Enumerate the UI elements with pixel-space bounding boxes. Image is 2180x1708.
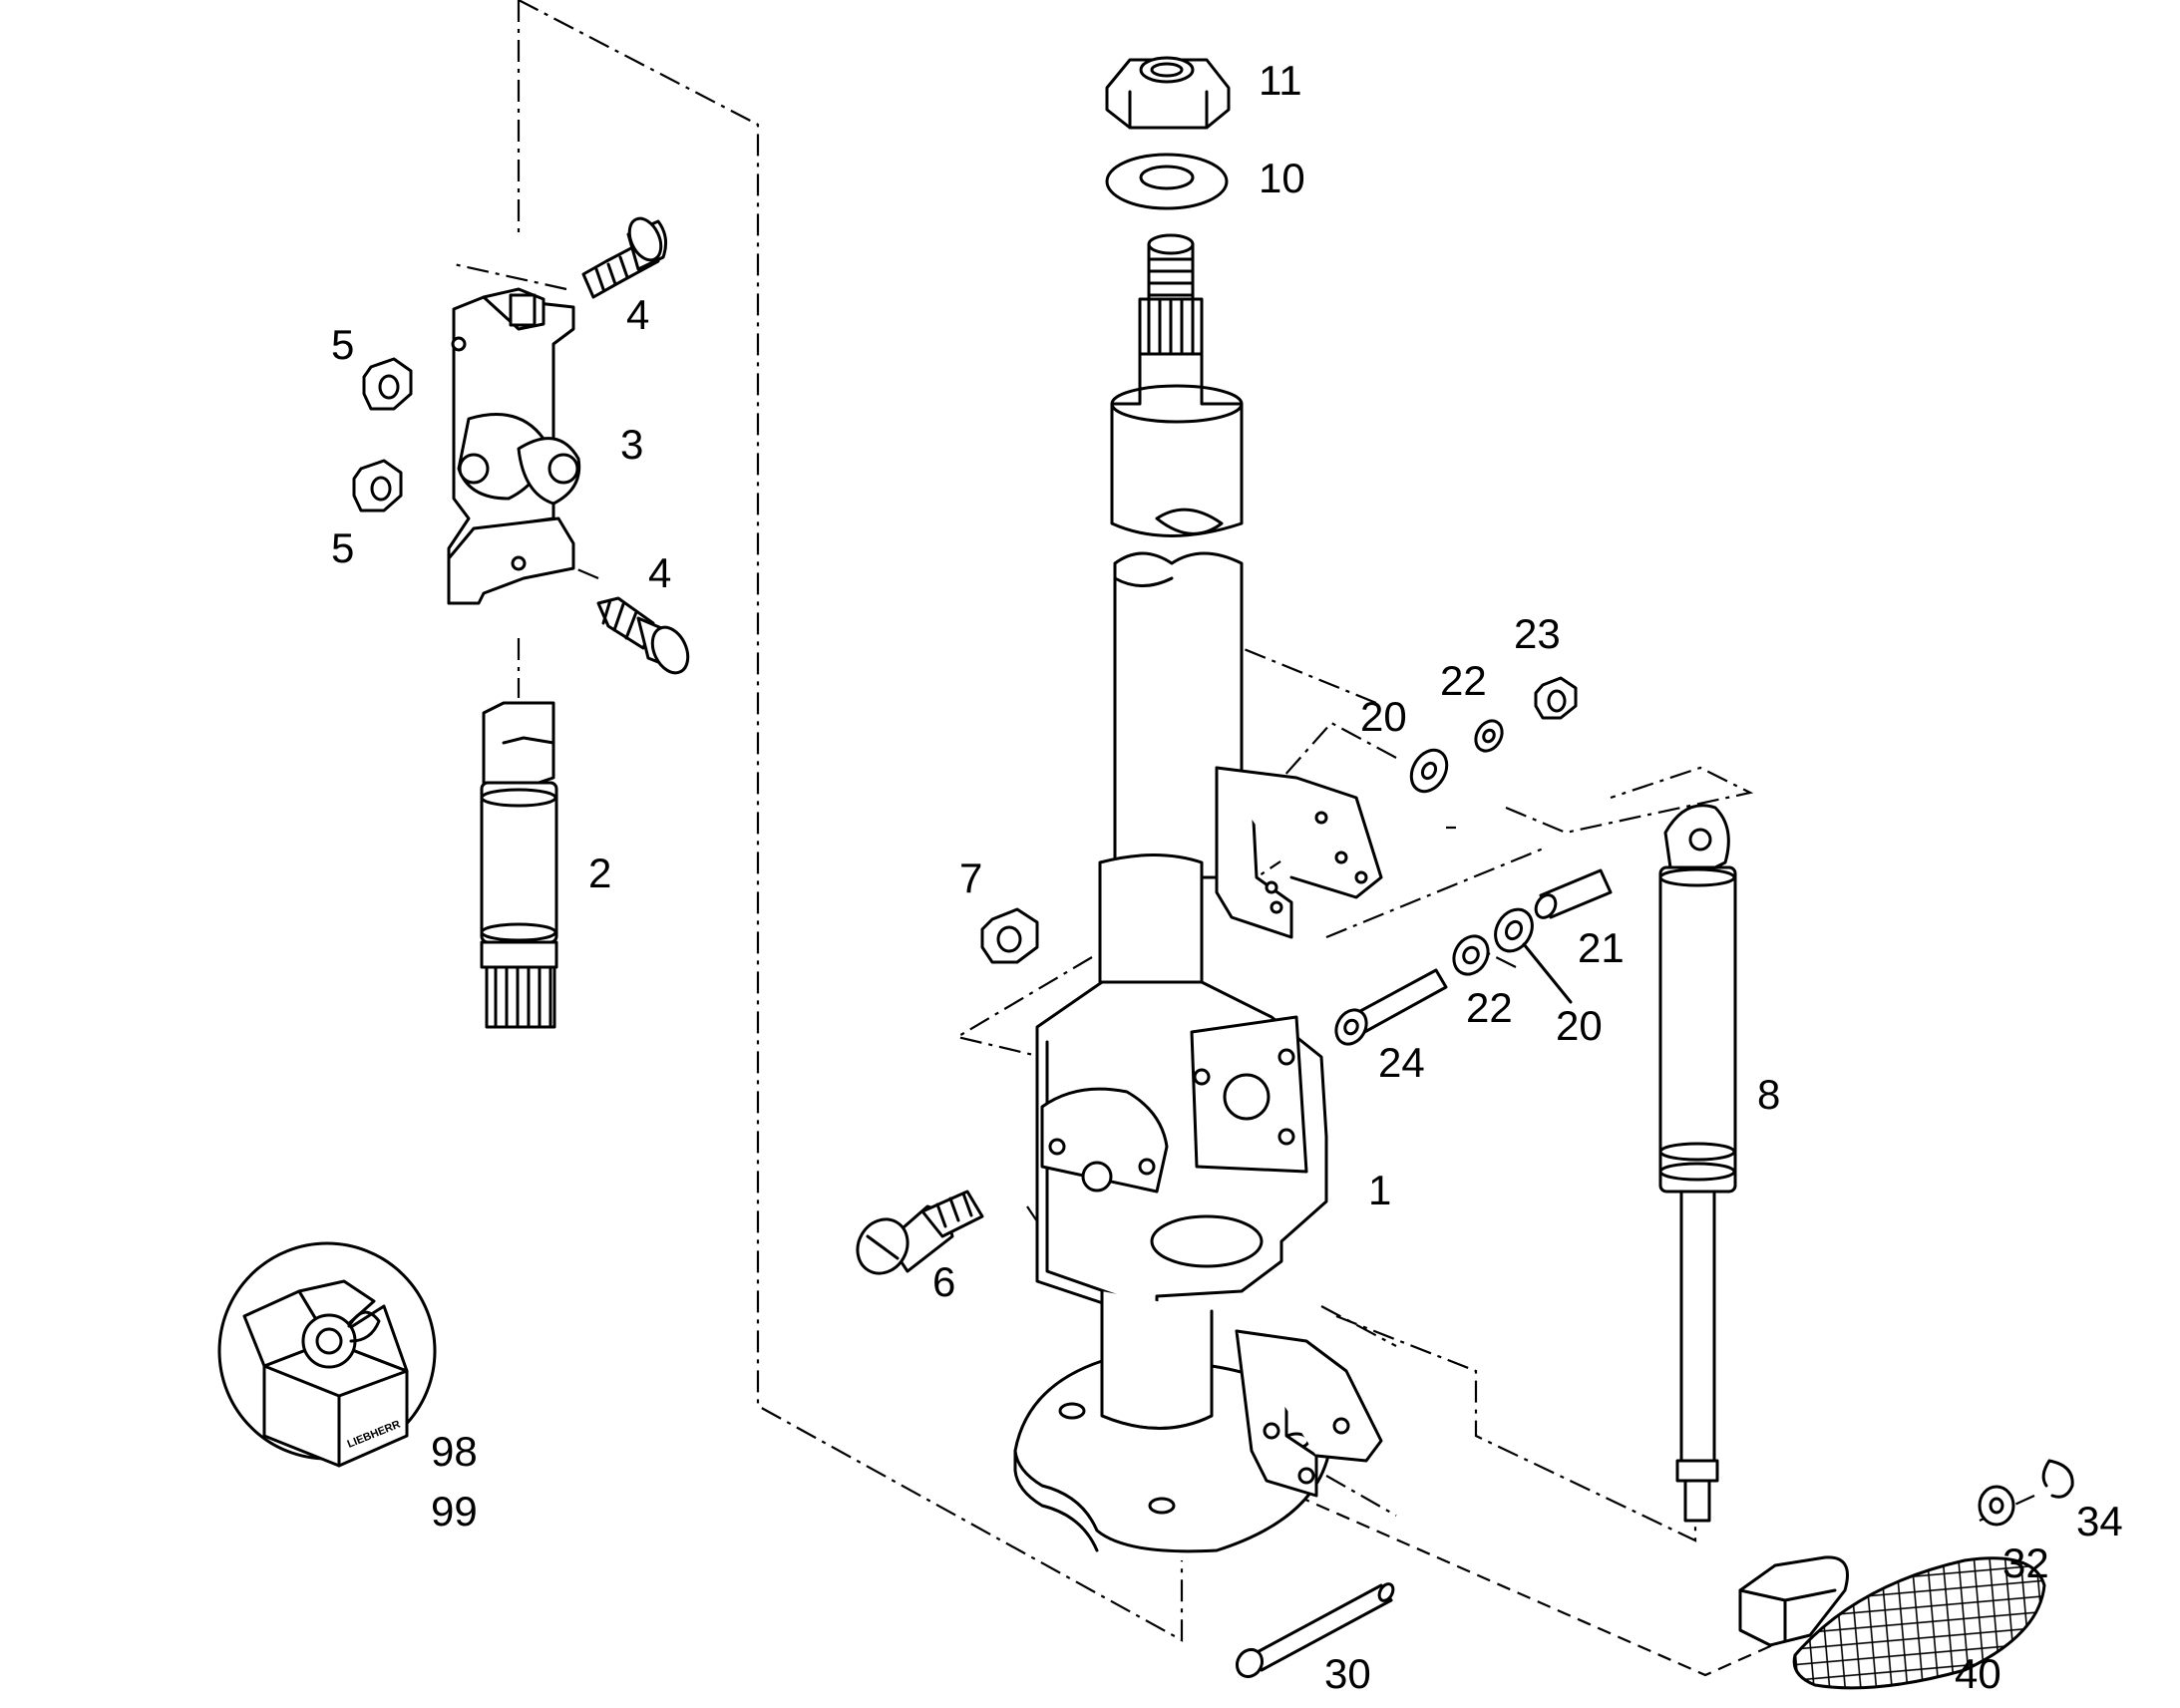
label-11: 11 [1259, 57, 1302, 104]
socket-screw-4b [596, 596, 690, 675]
hex-nut-11 [1105, 56, 1231, 130]
label-5b: 5 [331, 524, 354, 571]
washer-22-lower [1452, 934, 1490, 976]
nut-23 [1534, 676, 1578, 720]
washer-20-lower [1494, 907, 1534, 953]
label-22a: 22 [1440, 657, 1487, 704]
label-1: 1 [1368, 1167, 1391, 1213]
label-30: 30 [1324, 1650, 1371, 1697]
label-3: 3 [620, 421, 643, 468]
washer-22-upper [1474, 719, 1504, 753]
label-20b: 20 [1556, 1002, 1603, 1049]
slotted-screw-6 [856, 1190, 984, 1275]
bolt-24 [1334, 968, 1448, 1046]
washer-32 [1978, 1485, 2015, 1527]
spacer-21 [1534, 868, 1613, 919]
universal-joint-3 [447, 287, 581, 605]
label-8: 8 [1757, 1071, 1780, 1118]
foot-pedal-40 [1738, 1555, 2046, 1690]
label-2: 2 [588, 850, 611, 896]
leader-20-lower [1522, 942, 1573, 1004]
circlip-34 [2041, 1459, 2074, 1499]
washer-20-upper [1409, 748, 1449, 794]
label-10: 10 [1259, 155, 1305, 201]
label-6: 6 [932, 1258, 955, 1305]
label-4b: 4 [648, 549, 671, 596]
label-5a: 5 [331, 321, 354, 368]
label-20a: 20 [1360, 693, 1407, 740]
washer-10 [1105, 153, 1229, 210]
label-99: 99 [431, 1488, 478, 1535]
label-7: 7 [959, 854, 982, 901]
gas-spring-8 [1658, 804, 1737, 1523]
pin-30 [1235, 1582, 1395, 1679]
nut-5b [352, 459, 403, 512]
nut-5a [362, 357, 413, 411]
label-24: 24 [1378, 1039, 1425, 1086]
label-22b: 22 [1466, 984, 1513, 1031]
label-40: 40 [1955, 1650, 2001, 1697]
part-labels: 11 10 4 5 3 5 4 23 22 20 2 7 21 22 20 24… [331, 57, 2123, 1697]
socket-screw-4a [581, 216, 668, 299]
nut-7 [980, 907, 1039, 964]
steering-column-1 [1013, 233, 1383, 1553]
label-34: 34 [2076, 1498, 2123, 1544]
label-4a: 4 [626, 291, 649, 338]
service-kit-98-99: LIEBHERR [217, 1241, 437, 1468]
label-98: 98 [431, 1428, 478, 1475]
label-23: 23 [1514, 610, 1561, 657]
label-21: 21 [1578, 924, 1625, 971]
label-32: 32 [2002, 1539, 2049, 1586]
shaft-2 [480, 701, 558, 1029]
